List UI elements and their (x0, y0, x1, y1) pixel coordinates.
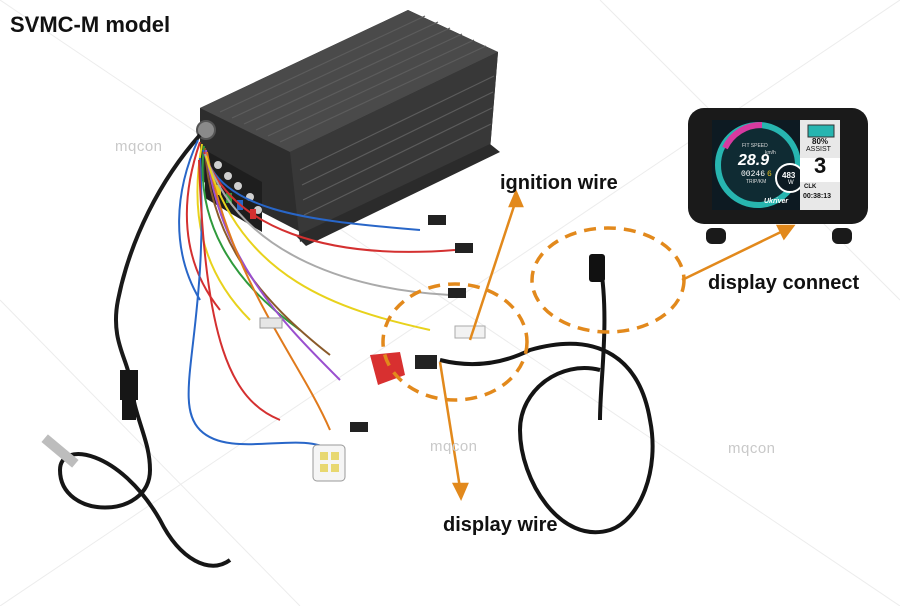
callout-arrows (438, 188, 796, 501)
ignition-wire-label: ignition wire (500, 172, 618, 194)
display-unit (688, 108, 868, 244)
display-cable (439, 261, 655, 535)
display-plug (589, 254, 605, 282)
watermark-1: mqcon (115, 138, 163, 155)
watermark-3: mqcon (728, 440, 776, 457)
display-wire-label: display wire (443, 514, 558, 536)
controller-box (196, 10, 500, 246)
wire-bundle (113, 133, 456, 451)
usb-plug (41, 434, 79, 468)
watermark-2: mqcon (430, 438, 478, 455)
callout-circles (381, 226, 686, 402)
usb-cable (57, 370, 232, 568)
display-connect-label: display connect (708, 272, 860, 294)
connectors (259, 215, 486, 482)
model-title: SVMC-M model (10, 12, 171, 37)
